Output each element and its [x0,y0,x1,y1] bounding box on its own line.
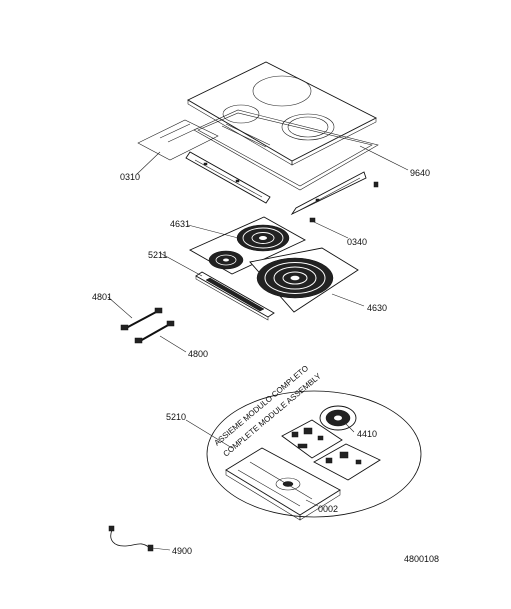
part-label-0310: 0310 [120,172,140,182]
power-cord-4900 [108,525,154,552]
part-label-4801: 4801 [92,292,112,302]
connection-cable-4801 [120,307,163,331]
document-code: 4800108 [404,554,439,564]
induction-coil-tray-large [249,247,359,313]
seal-strip-0310 [137,119,219,161]
module-assembly-outline [206,390,422,518]
part-label-0002: 0002 [318,504,338,514]
glass-cooktop-panel [187,61,377,166]
cooling-fan-4410 [319,405,357,431]
part-label-4410: 4410 [357,429,377,439]
clip-0340 [309,181,379,223]
part-label-4631: 4631 [170,219,190,229]
leader-lines [107,145,409,551]
control-board-5211 [195,271,275,321]
part-label-9640: 9640 [410,168,430,178]
side-bracket-front [185,151,271,204]
part-label-0340: 0340 [347,237,367,247]
part-label-4900: 4900 [172,546,192,556]
part-label-4630: 4630 [367,303,387,313]
induction-coil-tray-small [189,216,306,275]
connection-cable-4800 [134,320,175,344]
part-label-5210: 5210 [166,412,186,422]
filter-board [313,443,381,481]
part-label-4800: 4800 [188,349,208,359]
part-label-5211: 5211 [148,250,167,260]
power-board [281,419,343,459]
frame-gasket [193,109,379,191]
module-base-chassis [225,447,341,521]
side-bracket-rear [290,171,367,216]
